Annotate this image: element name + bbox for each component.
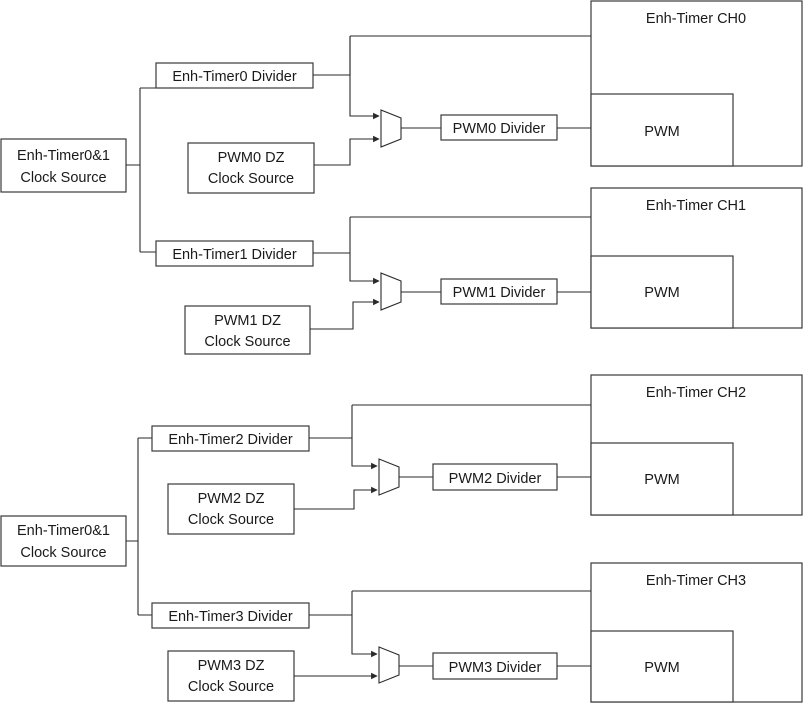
pwm0-box — [590, 93, 734, 167]
pwm2-dz-clock-source-box: PWM2 DZ Clock Source — [167, 483, 295, 535]
enh-timer-ch3-box: Enh-Timer CH3 PWM — [590, 562, 803, 703]
enh-timer-ch0-label: Enh-Timer CH0 — [646, 11, 746, 27]
enh-timer-ch1-label: Enh-Timer CH1 — [646, 198, 746, 214]
pwm2-dz-line2: Clock Source — [188, 512, 274, 528]
enh-timer-ch2-box: Enh-Timer CH2 PWM — [590, 374, 803, 516]
pwm0-dz-line1: PWM0 DZ — [218, 150, 285, 166]
enh-timer-ch2-label: Enh-Timer CH2 — [646, 385, 746, 401]
clock-source-box-b: Enh-Timer0&1 Clock Source — [0, 515, 127, 567]
clock-source-a-line1: Enh-Timer0&1 — [17, 148, 110, 164]
clock-source-b-line1: Enh-Timer0&1 — [17, 523, 110, 539]
pwm1-box — [590, 255, 734, 329]
pwm1-divider-label: PWM1 Divider — [453, 285, 546, 301]
pwm1-dz-clock-source-box: PWM1 DZ Clock Source — [184, 305, 311, 355]
pwm0-divider-box: PWM0 Divider — [440, 114, 558, 141]
clock-source-box-a: Enh-Timer0&1 Clock Source — [0, 138, 127, 193]
pwm1-divider-box: PWM1 Divider — [440, 278, 558, 305]
enh-timer0-divider-box: Enh-Timer0 Divider — [155, 62, 314, 89]
enh-timer-ch1-box: Enh-Timer CH1 PWM — [590, 187, 803, 329]
pwm2-dz-line1: PWM2 DZ — [198, 491, 265, 507]
enh-timer0-divider-label: Enh-Timer0 Divider — [172, 69, 297, 85]
pwm0-dz-clock-source-box: PWM0 DZ Clock Source — [187, 142, 315, 194]
pwm1-dz-line1: PWM1 DZ — [214, 313, 281, 329]
enh-timer3-divider-label: Enh-Timer3 Divider — [168, 609, 293, 625]
pwm3-label: PWM — [644, 660, 679, 676]
enh-timer-ch3-label: Enh-Timer CH3 — [646, 573, 746, 589]
pwm1-label: PWM — [644, 285, 679, 301]
pwm3-dz-clock-source-box: PWM3 DZ Clock Source — [167, 650, 295, 702]
pwm0-divider-label: PWM0 Divider — [453, 121, 546, 137]
pwm1-dz-line2: Clock Source — [204, 334, 290, 350]
pwm3-divider-label: PWM3 Divider — [449, 660, 542, 676]
mux-2 — [378, 458, 400, 496]
clock-source-b-line2: Clock Source — [20, 545, 106, 561]
clock-source-a-line2: Clock Source — [20, 170, 106, 186]
pwm2-box — [590, 442, 734, 516]
enh-timer-ch0-box: Enh-Timer CH0 PWM — [590, 0, 803, 167]
mux-0 — [380, 109, 402, 148]
enh-timer2-divider-box: Enh-Timer2 Divider — [151, 425, 310, 452]
enh-timer1-divider-label: Enh-Timer1 Divider — [172, 247, 297, 263]
pwm3-dz-line1: PWM3 DZ — [198, 658, 265, 674]
pwm3-divider-box: PWM3 Divider — [432, 652, 558, 680]
enh-timer2-divider-label: Enh-Timer2 Divider — [168, 432, 293, 448]
pwm2-divider-box: PWM2 Divider — [432, 463, 558, 491]
pwm0-dz-line2: Clock Source — [208, 171, 294, 187]
pwm0-label: PWM — [644, 124, 679, 140]
mux-3 — [378, 646, 400, 684]
mux-1 — [380, 272, 402, 311]
pwm2-divider-label: PWM2 Divider — [449, 471, 542, 487]
pwm2-label: PWM — [644, 472, 679, 488]
enh-timer3-divider-box: Enh-Timer3 Divider — [151, 602, 310, 629]
enh-timer1-divider-box: Enh-Timer1 Divider — [155, 240, 314, 267]
pwm3-box — [590, 630, 734, 703]
pwm3-dz-line2: Clock Source — [188, 679, 274, 695]
